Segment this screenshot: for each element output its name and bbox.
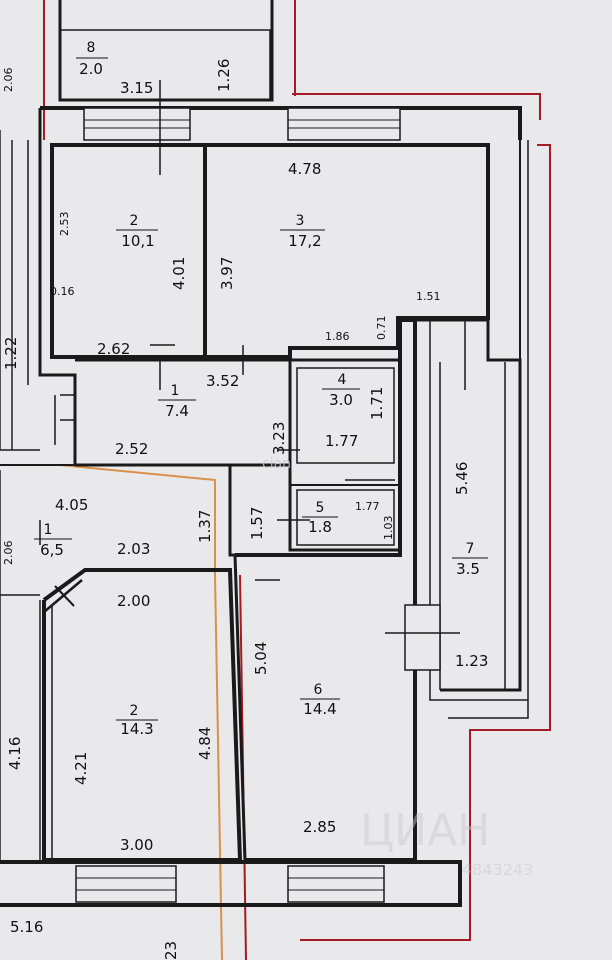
dim-5-16: 5.16 — [10, 918, 43, 936]
dim-1-23: 1.23 — [455, 652, 488, 670]
dim-1-71: 1.71 — [368, 387, 386, 420]
dim-4-78: 4.78 — [288, 160, 321, 178]
room-2-bottom-number: 2 — [130, 703, 139, 719]
dim-4-16: 4.16 — [6, 737, 24, 770]
watermark-id: 4843243 — [462, 860, 533, 879]
room-3-area: 17,2 — [288, 232, 321, 250]
left-thin-lines — [0, 130, 41, 860]
dim-1-77-b: 1.77 — [355, 500, 380, 513]
orange-boundary-line — [59, 464, 223, 960]
room-6-area: 14.4 — [303, 700, 336, 718]
dim-1-37: 1.37 — [196, 510, 214, 543]
room-5-number: 5 — [316, 500, 325, 516]
room-2-bottom-area: 14.3 — [120, 720, 153, 738]
room-labels: 8 2.0 2 10,1 3 17,2 1 7.4 4 3.0 5 1.8 1 … — [34, 40, 488, 738]
dim-23: 23 — [162, 941, 180, 960]
room-1-left-number: 1 — [44, 522, 53, 538]
dim-3-15: 3.15 — [120, 79, 153, 97]
dim-0-16: 0.16 — [50, 285, 75, 298]
dim-1-51: 1.51 — [416, 290, 441, 303]
dim-4-01: 4.01 — [170, 257, 188, 290]
dim-2-03: 2.03 — [117, 540, 150, 558]
dim-2-85: 2.85 — [303, 818, 336, 836]
dim-0-71: 0.71 — [375, 316, 388, 341]
dim-3-00: 3.00 — [120, 836, 153, 854]
dim-4-05: 4.05 — [55, 496, 88, 514]
watermark-logo-text: ЦИАН — [360, 805, 490, 856]
dim-1-22: 1.22 — [2, 337, 20, 370]
dim-2-52: 2.52 — [115, 440, 148, 458]
dim-3-52: 3.52 — [206, 372, 239, 390]
dim-2-06-left: 2.06 — [2, 541, 15, 566]
dimension-labels: 3.15 4.78 0.16 1.51 1.86 2.62 3.52 1.77 … — [10, 79, 488, 936]
room-4-number: 4 — [338, 372, 347, 388]
room-8-area: 2.0 — [79, 60, 103, 78]
room-6-number: 6 — [314, 682, 323, 698]
dim-5-04: 5.04 — [252, 642, 270, 675]
walls — [0, 0, 529, 907]
dim-5-46: 5.46 — [453, 462, 471, 495]
dim-2-62: 2.62 — [97, 340, 130, 358]
watermark-center: cian — [262, 456, 291, 472]
room-2-top-number: 2 — [130, 213, 139, 229]
red-boundary-lines — [43, 0, 551, 960]
room-7-number: 7 — [466, 541, 475, 557]
room-7-area: 3.5 — [456, 560, 480, 578]
dim-1-26: 1.26 — [215, 59, 233, 92]
room-4-area: 3.0 — [329, 391, 353, 409]
dim-4-21: 4.21 — [72, 752, 90, 785]
dim-3-97: 3.97 — [218, 257, 236, 290]
room-1-hall-area: 7.4 — [165, 402, 189, 420]
dim-2-00: 2.00 — [117, 592, 150, 610]
room-8-number: 8 — [87, 40, 96, 56]
dim-3-23: 3.23 — [270, 422, 288, 455]
room-1-left-area: 6,5 — [40, 541, 64, 559]
dim-4-84: 4.84 — [196, 727, 214, 760]
room-2-top-area: 10,1 — [121, 232, 154, 250]
dimension-labels-vertical: 2.06 1.26 2.53 4.01 3.97 0.71 1.22 3.23 … — [2, 59, 471, 960]
dim-1-57: 1.57 — [248, 507, 266, 540]
watermarks: cian ЦИАН 4843243 — [262, 456, 533, 879]
dim-1-03: 1.03 — [382, 516, 395, 541]
dim-2-53: 2.53 — [58, 212, 71, 237]
room-5-area: 1.8 — [308, 518, 332, 536]
dim-1-77-a: 1.77 — [325, 432, 358, 450]
dim-1-86: 1.86 — [325, 330, 350, 343]
dimension-ticks — [39, 80, 466, 634]
room-3-number: 3 — [296, 213, 305, 229]
room-1-hall-number: 1 — [171, 383, 180, 399]
dim-2-06-top: 2.06 — [2, 68, 15, 93]
